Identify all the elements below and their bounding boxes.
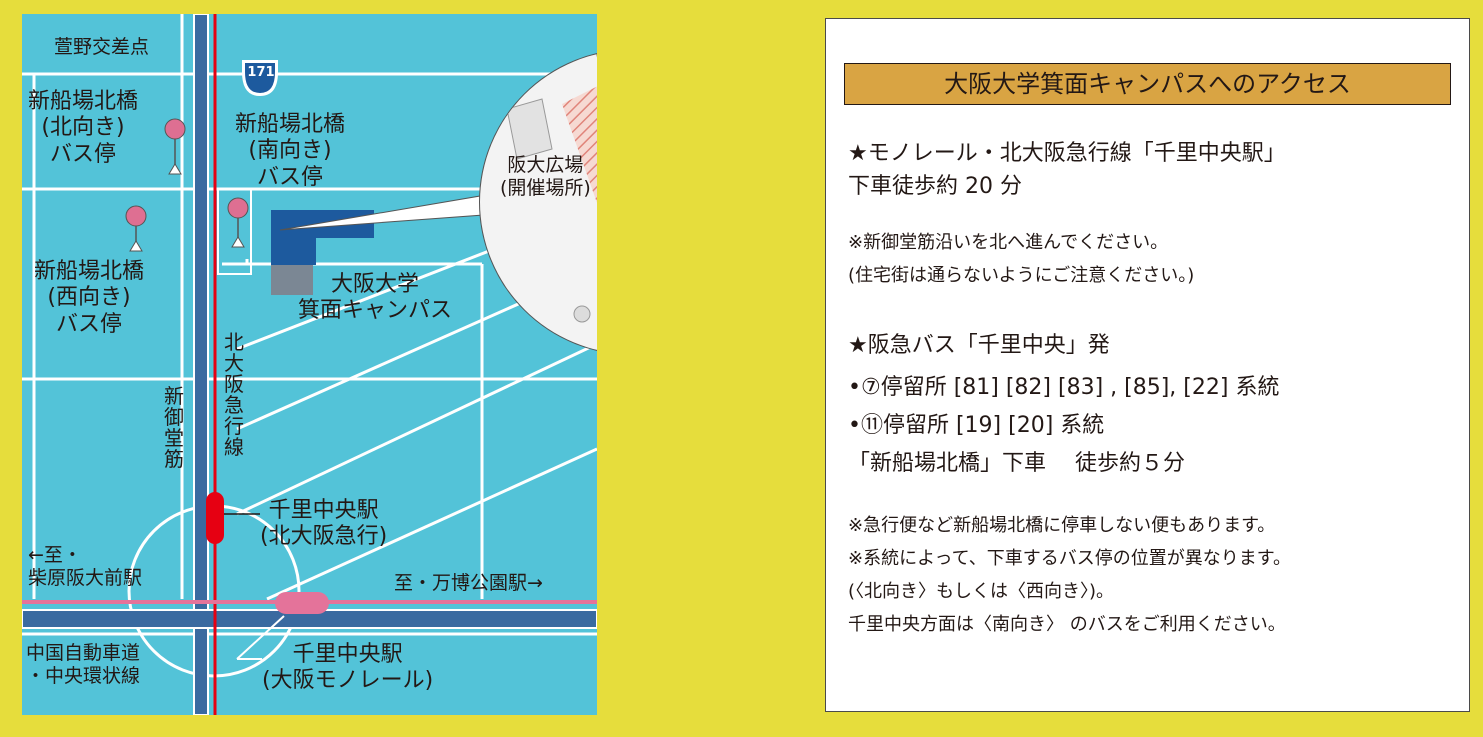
bus-stop-pin-north <box>164 118 186 175</box>
access-title: 大阪大学箕面キャンパスへのアクセス <box>844 63 1451 105</box>
bus-stop7-line: •⑦停留所 [81] [82] [83] , [85], [22] 系統 <box>848 375 1280 400</box>
note2-line2: ※系統によって、下車するバス停の位置が異なります。 <box>848 548 1291 569</box>
note1-line2: (住宅街は通らないようにご注意ください。) <box>848 265 1195 286</box>
senri-chuo-kitakyu-station-marker <box>206 492 224 544</box>
plaza-label: 阪大広場 (開催場所) <box>500 154 591 199</box>
monorail-access-line1: ★モノレール・北大阪急行線「千里中央駅」 <box>848 141 1286 166</box>
bus-stop11-line: •⑪停留所 [19] [20] 系統 <box>848 413 1105 438</box>
senri-chuo-kitakyu-label: 千里中央駅 (北大阪急行) <box>260 498 388 550</box>
senri-chuo-monorail-station-marker <box>275 592 329 614</box>
plaza-area <box>562 84 597 344</box>
bus-getoff-line: 「新船場北橋」下車 徒歩約５分 <box>848 451 1185 476</box>
bus-heading: ★阪急バス「千里中央」発 <box>848 333 1110 358</box>
busstop-north-label: 新船場北橋 (北向き) バス停 <box>28 89 139 167</box>
bus-stop-pin-west <box>125 205 147 252</box>
route-171-icon <box>242 60 278 96</box>
note2-line3: (〈北向き〉もしくは〈西向き〉)。 <box>848 581 1115 602</box>
campus-label: 大阪大学 箕面キャンパス <box>298 272 453 324</box>
busstop-south-label: 新船場北橋 (南向き) バス停 <box>235 112 346 190</box>
busstop-west-label: 新船場北橋 (西向き) バス停 <box>34 259 145 337</box>
kitakyu-line-label: 北大阪急行線 <box>224 330 244 459</box>
map-roads <box>22 14 597 715</box>
access-info-panel: 大阪大学箕面キャンパスへのアクセス ★モノレール・北大阪急行線「千里中央駅」 下… <box>825 18 1470 712</box>
campus-annex <box>271 265 313 295</box>
to-banpaku-label: 至・万博公園駅→ <box>394 572 543 594</box>
kayano-intersection-label: 萱野交差点 <box>54 36 150 58</box>
shin-mido-suji-road <box>193 14 209 715</box>
expressway-label: 中国自動車道 ・中央環状線 <box>26 642 141 687</box>
note2-line1: ※急行便など新船場北橋に停車しない便もあります。 <box>848 515 1276 536</box>
access-map: 萱野交差点 171 新船場北橋 (北向き) バス停 新船場北橋 (南向き) バス… <box>22 14 597 715</box>
bus-stop-pin-south <box>227 197 249 248</box>
note2-line4: 千里中央方面は〈南向き〉 のバスをご利用ください。 <box>848 614 1286 635</box>
campus-zoom-bubble <box>479 50 597 354</box>
to-shibahara-label: ←至・ 柴原阪大前駅 <box>28 544 143 589</box>
senri-chuo-monorail-label: 千里中央駅 (大阪モノレール) <box>262 642 434 694</box>
monorail-access-line2: 下車徒歩約 20 分 <box>848 174 1022 199</box>
route-171-number: 171 <box>247 65 275 80</box>
shin-mido-suji-label: 新御堂筋 <box>164 384 184 471</box>
note1-line1: ※新御堂筋沿いを北へ進んでください。 <box>848 232 1169 253</box>
